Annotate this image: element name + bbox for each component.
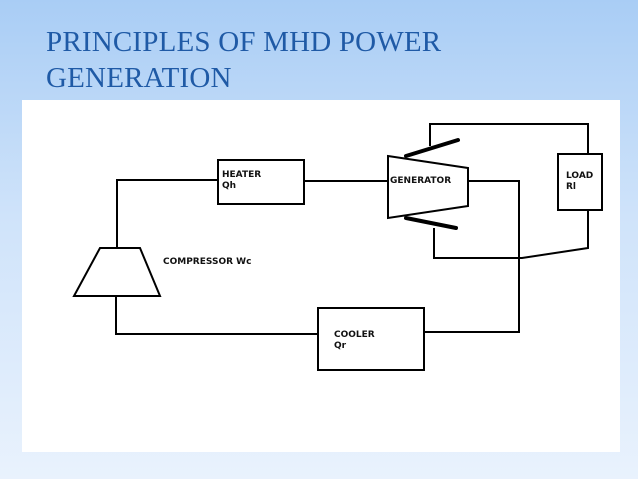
load-label: LOAD Rl [566,171,593,193]
wire-load-to-bottom-electrode [433,210,589,259]
cooler-symbol: Qr [334,341,347,351]
wire-cooler-to-compressor [115,296,318,335]
cooler-box [317,307,425,371]
wire-top-electrode-to-load [429,123,589,154]
heater-symbol: Qh [222,181,237,191]
load-name: LOAD [566,171,594,181]
generator-label: GENERATOR [390,176,452,186]
heater-label: HEATER Qh [222,170,261,192]
diagram-canvas [72,123,603,371]
compressor-label: COMPRESSOR Wc [163,257,252,267]
generator-symbol [387,154,469,220]
cooler-name: COOLER [334,330,375,340]
bottom-electrode [404,216,458,230]
compressor-symbol [72,247,162,297]
wire-compressor-to-heater [116,179,218,248]
load-symbol: Rl [566,182,577,192]
top-electrode [404,138,460,158]
wire-generator-to-cooler [424,180,520,333]
cooler-label: COOLER Qr [334,330,375,352]
slide-title: PRINCIPLES OF MHD POWER GENERATION [46,24,606,96]
heater-name: HEATER [222,170,262,180]
slide-title-line-2: GENERATION [46,62,232,94]
slide-title-line-1: PRINCIPLES OF MHD POWER [46,26,442,58]
mhd-cycle-diagram: HEATER Qh GENERATOR LOAD Rl COMPRESSOR W… [22,100,620,452]
load-box [557,153,603,211]
